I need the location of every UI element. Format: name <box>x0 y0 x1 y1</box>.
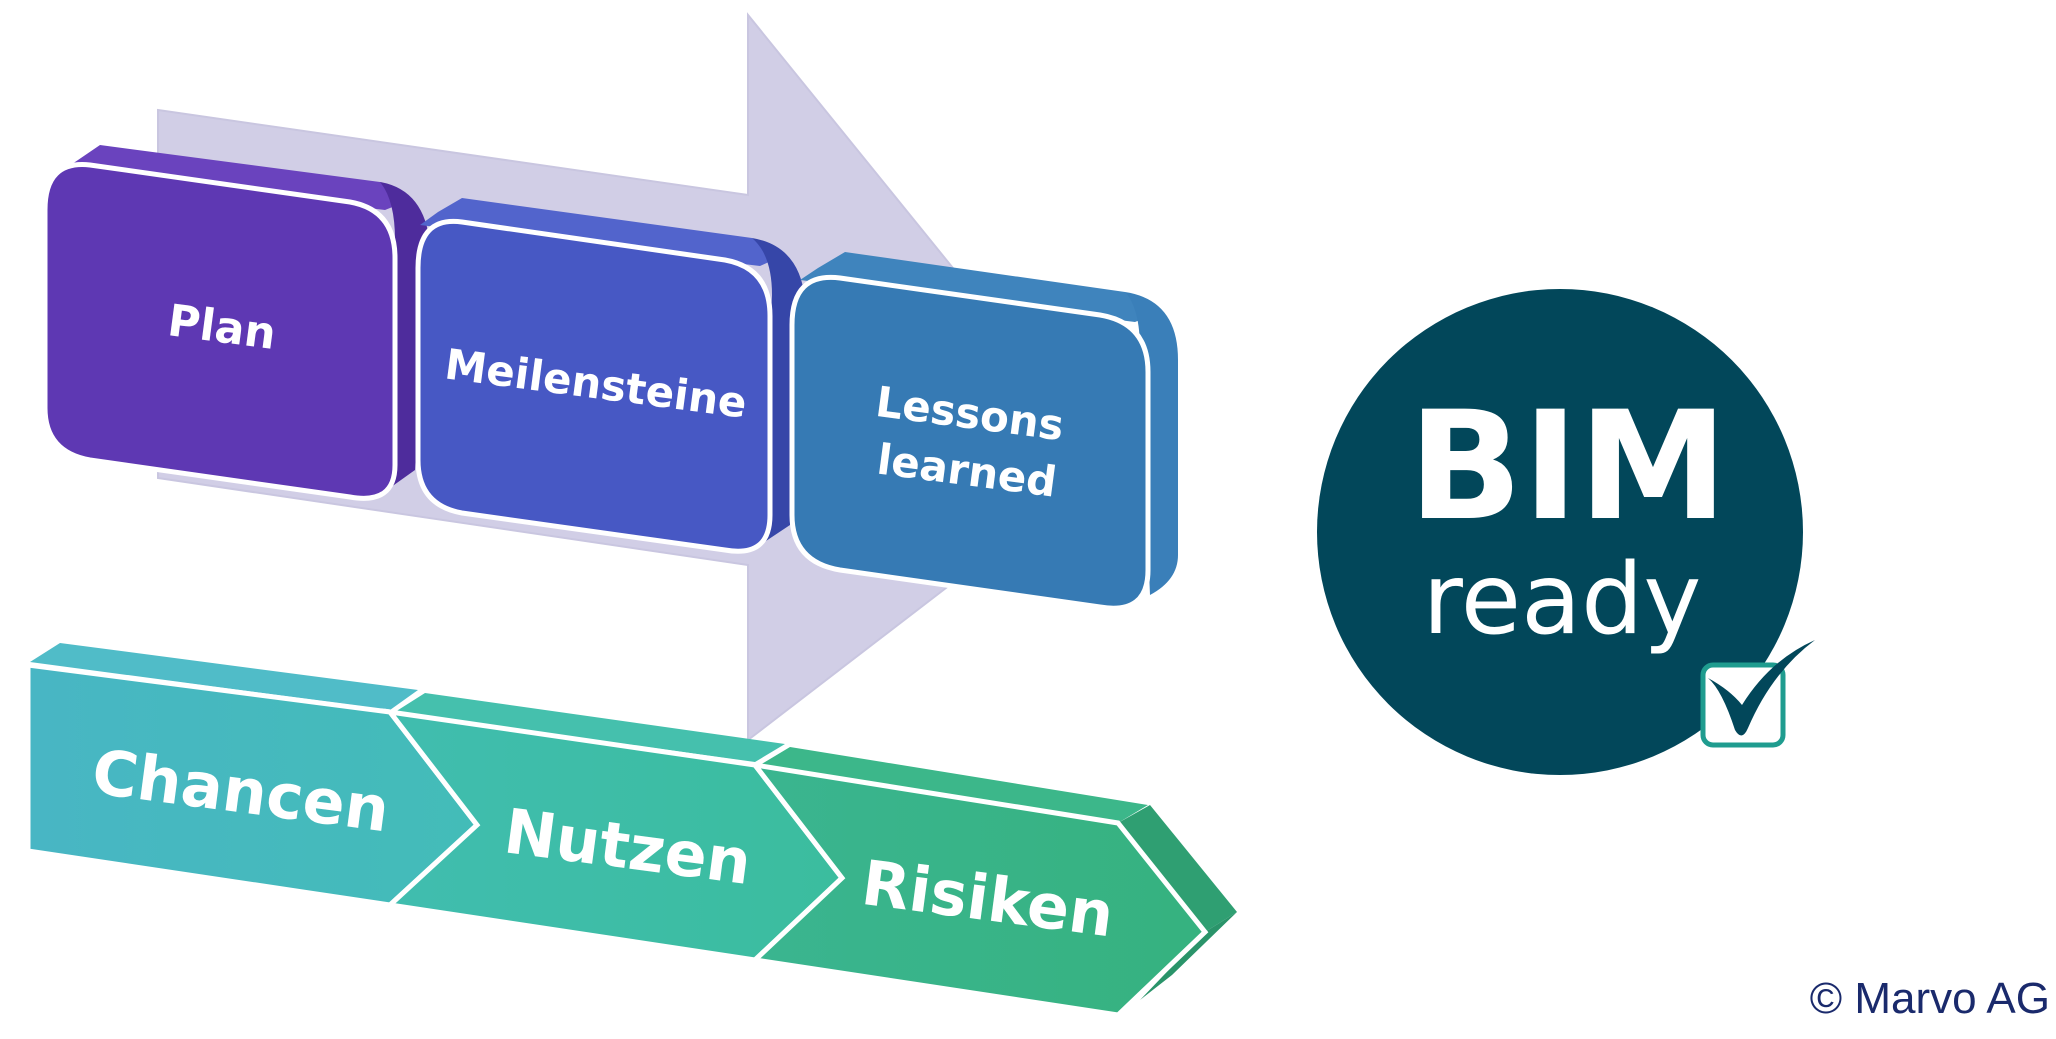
bim-ready-circle <box>1317 289 1803 775</box>
step-meilensteine-top <box>420 198 782 266</box>
step-plan-top <box>60 145 410 210</box>
step-lessons-face <box>789 274 1151 611</box>
step-meilensteine-face <box>415 218 773 554</box>
chevron-risiken-side <box>1118 805 1237 932</box>
step-lessons-side <box>1125 292 1178 595</box>
chevron-risiken-bottom-side <box>1140 912 1237 1000</box>
step-lessons-top <box>800 252 1160 322</box>
bim-ready-badge: BIM ready <box>1317 289 1815 775</box>
step-plan: Plan <box>42 145 430 501</box>
bim-ready-title: BIM <box>1408 380 1727 554</box>
chevron-chancen-top <box>30 643 418 710</box>
check-icon <box>1700 640 1815 748</box>
step-lessons-learned: Lessons learned <box>789 252 1178 611</box>
check-mark <box>1708 640 1815 736</box>
chevron-band: Chancen Nutzen Risiken <box>25 643 1237 1018</box>
step-plan-face <box>42 162 398 501</box>
chevron-risiken-top <box>760 747 1148 823</box>
copyright-text: © Marvo AG <box>1810 974 2050 1023</box>
chevron-risiken <box>749 761 1209 1018</box>
chevron-nutzen-top <box>395 693 785 762</box>
bim-ready-subtitle: ready <box>1423 543 1702 657</box>
step-meilensteine: Meilensteine <box>415 198 805 554</box>
